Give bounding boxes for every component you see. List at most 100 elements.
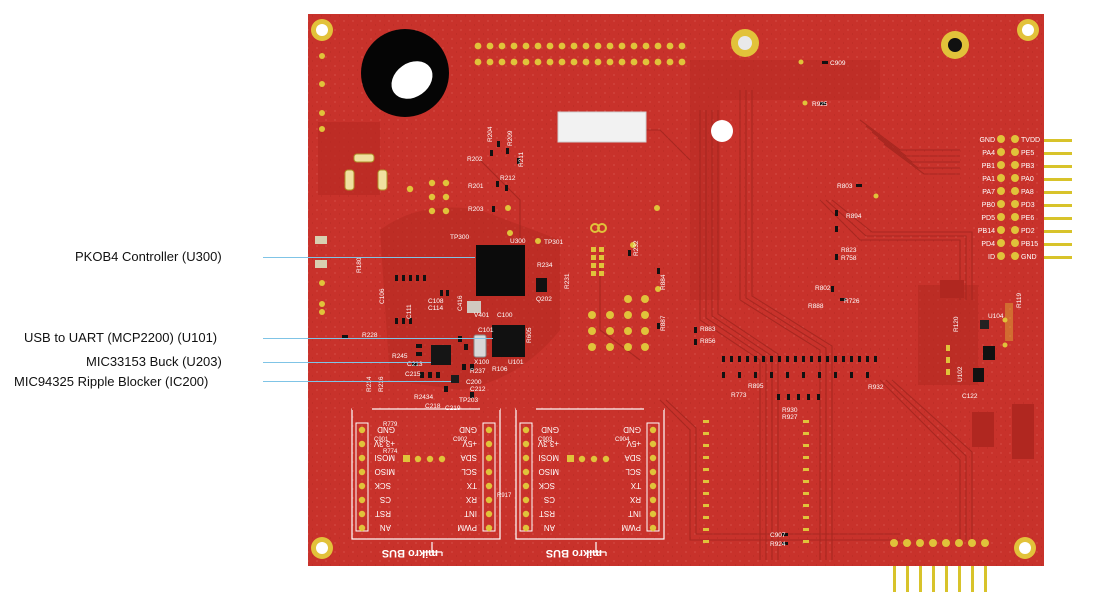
ref-label: C215	[405, 371, 421, 378]
mikrobus-pin-label: SDA	[624, 453, 641, 462]
mikrobus-slot-2: AN RST CS SCK MISO MOSI +3.3V GND PWM IN…	[497, 408, 665, 559]
ref-label: R234	[537, 262, 553, 269]
header-pin-left: PA1	[982, 176, 995, 183]
res-label: R779	[383, 422, 398, 428]
ref-label: C213	[407, 361, 423, 368]
leader-line-u101	[263, 338, 493, 339]
bottom-header-pins	[893, 562, 987, 592]
mikrobus-pin-label: +3.3V	[537, 439, 559, 448]
mikrobus-pin-label: GND	[541, 425, 559, 434]
leader-line-u300	[263, 257, 475, 258]
header-pin-right: PA8	[1021, 189, 1034, 196]
ref-label: R856	[700, 338, 716, 345]
mounting-holes	[311, 19, 1039, 559]
mikrobus-logo: mikro BUS	[546, 547, 602, 559]
mikrobus-pin-label: TX	[466, 481, 477, 490]
ref-label: R2434	[414, 394, 434, 401]
ref-label: C212	[470, 386, 486, 393]
mikrobus-logo: mikro BUS	[382, 547, 438, 559]
resistor-array	[722, 356, 877, 400]
ref-label: R773	[731, 392, 747, 399]
ref-label: R605	[526, 327, 533, 343]
mikrobus-pin-label: AN	[544, 523, 555, 532]
ref-label: R887	[660, 315, 667, 331]
header-pin-right: PE6	[1021, 215, 1034, 222]
res-label: R774	[383, 449, 398, 455]
ref-label: R245	[392, 353, 408, 360]
header-pin-left: PB14	[978, 228, 995, 235]
ref-label: R212	[500, 175, 516, 182]
chip-label: Q202	[536, 296, 552, 303]
header-pin-right: TVDD	[1021, 137, 1040, 144]
ref-label: V401	[474, 312, 490, 319]
mikrobus-slot-1: AN RST CS SCK MISO MOSI +3.3V GND PWM IN…	[351, 408, 501, 559]
ref-label: R231	[564, 273, 571, 289]
ref-label: C218	[425, 403, 441, 410]
mikrobus-pin-label: MISO	[375, 467, 395, 476]
header-pin-right: PD3	[1021, 202, 1035, 209]
ref-label: C100	[497, 312, 513, 319]
ref-label: R119	[1016, 293, 1023, 308]
header-pin-left: ID	[988, 254, 995, 261]
ref-label: C108	[428, 298, 444, 305]
ref-label: R232	[633, 240, 640, 256]
header-pin-right: PE5	[1021, 150, 1034, 157]
ref-label: R927	[782, 414, 798, 421]
ic200-chip	[451, 375, 459, 383]
ref-label: R802	[815, 285, 831, 292]
ref-label: R228	[362, 332, 378, 339]
side-header-pins	[1030, 139, 1072, 259]
ref-label: R216	[378, 376, 385, 392]
ref-label: R106	[492, 366, 508, 373]
header-pin-left: PA4	[982, 150, 995, 157]
top-header-pads	[474, 42, 686, 66]
mikrobus-pin-label: RST	[539, 509, 555, 518]
copper-traces	[479, 90, 973, 560]
reference-designators: U300 TP300 TP301 U101 Q202 C909 R925 R80…	[356, 60, 1023, 548]
ref-label: R120	[953, 316, 960, 332]
ref-label: R888	[808, 303, 824, 310]
ref-label: C219	[445, 405, 461, 412]
cap-label: C904	[615, 437, 630, 443]
mikrobus-pin-label: SCK	[538, 481, 555, 490]
ref-label: C122	[962, 393, 978, 400]
ref-label: X100	[474, 359, 490, 366]
mikrobus-pin-label: MISO	[539, 467, 559, 476]
mikrobus-pin-label: GND	[623, 425, 641, 434]
ref-label: R930	[782, 407, 798, 414]
fpc-connector	[557, 111, 647, 143]
ref-label: R884	[660, 274, 667, 290]
chip-label: U300	[510, 238, 526, 245]
mikrobus-pin-label: INT	[464, 509, 477, 518]
ref-label: C416	[457, 295, 464, 311]
ref-label: R894	[846, 213, 862, 220]
right-ics	[940, 280, 1034, 459]
pad-grid	[588, 247, 649, 351]
header-pin-right: PA0	[1021, 176, 1034, 183]
u101-chip	[492, 325, 525, 357]
mikrobus-pin-label: TX	[630, 481, 641, 490]
chip-label: TP300	[450, 234, 470, 241]
ref-label: R883	[700, 326, 716, 333]
ref-label: C106	[379, 288, 386, 304]
mikrobus-pin-label: PWM	[621, 523, 641, 532]
mikrobus-pin-label: MOSI	[539, 453, 559, 462]
mikrobus-pin-label: AN	[380, 523, 391, 532]
ref-label: U102	[957, 366, 964, 382]
callout-ic200: MIC94325 Ripple Blocker (IC200)	[14, 374, 209, 389]
ref-label: R895	[748, 383, 764, 390]
ref-label: C909	[830, 60, 846, 67]
mikrobus-pin-label: +5V	[626, 439, 641, 448]
cap-label: C903	[538, 437, 553, 443]
cap-label: C901	[374, 437, 389, 443]
ref-label: R209	[507, 130, 514, 146]
ref-label: R201	[468, 183, 484, 190]
ref-label: C114	[428, 305, 443, 312]
header-pin-right: GND	[1021, 254, 1037, 261]
ref-label: R726	[844, 298, 860, 305]
u203-chip	[431, 345, 451, 365]
header-pin-left: GND	[979, 137, 995, 144]
header-pin-left: PD5	[981, 215, 995, 222]
